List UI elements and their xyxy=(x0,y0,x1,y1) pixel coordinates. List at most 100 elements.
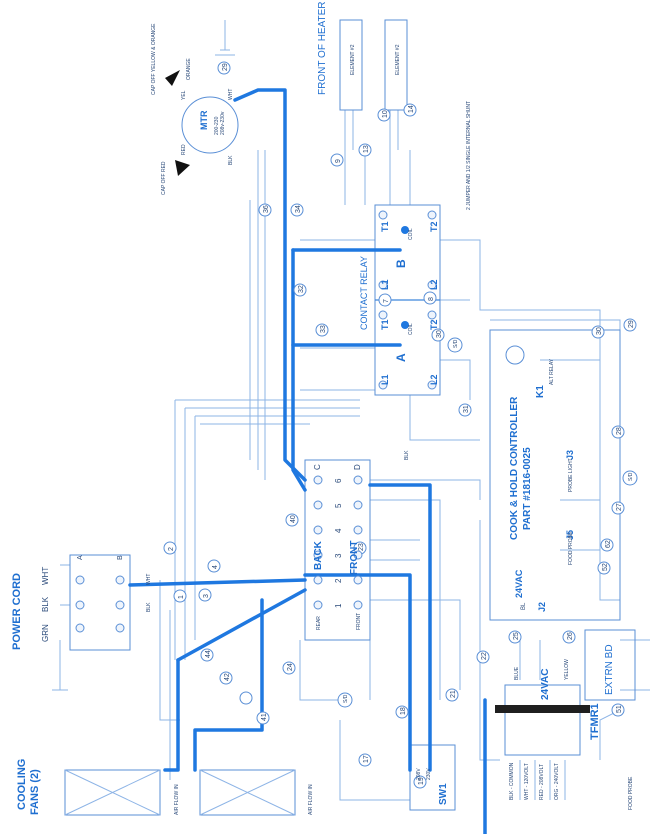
power-cord-letter-b: B xyxy=(117,555,124,560)
cap-off-yellow-arrow xyxy=(165,70,180,86)
sid-symbol-3 xyxy=(622,470,638,486)
controller-wire-27: 27 xyxy=(616,503,623,511)
relay-l1-b: L1 xyxy=(380,279,390,290)
heater-element-label-1: ELEMENT #2 xyxy=(350,44,356,75)
relay-letter-b: B xyxy=(394,259,408,268)
switch-v2: 230V xyxy=(426,768,432,780)
controller-wire-26: 26 xyxy=(567,632,574,640)
relay-t2-b: T2 xyxy=(429,221,439,232)
terminal-back-label: BACK xyxy=(313,540,324,570)
terminal-front-label: FRONT xyxy=(349,541,360,575)
motor-circle xyxy=(181,96,239,154)
fan-1-text: AIR FLOW IN xyxy=(174,784,180,815)
controller-wire-25: 25 xyxy=(513,632,520,640)
misc-sid-3: S/D xyxy=(628,472,634,481)
sid-symbol-2 xyxy=(337,692,353,708)
motor-wire-29: 29 xyxy=(222,63,229,71)
terminal-front-small: FRONT xyxy=(356,613,362,630)
fan-2-text: AIR FLOW IN xyxy=(308,784,314,815)
power-cord-letter-a: A xyxy=(77,555,84,560)
heater-element-right xyxy=(384,19,408,111)
contact-relay-label: CONTACT RELAY xyxy=(359,256,369,330)
relay-letter-a: A xyxy=(394,353,408,362)
cap-off-red-arrow xyxy=(175,160,190,176)
relay-note: 2 JUMPER AND 1/2 SINGLE INTERNAL SHUNT xyxy=(466,101,472,210)
terminal-row-1: 1 xyxy=(334,603,343,608)
terminal-rear-label: REAR xyxy=(316,616,322,630)
cooling-fans-label-2: FANS (2) xyxy=(29,769,41,815)
misc-wht-1: WHT xyxy=(146,574,152,585)
transformer-yellow: YELLOW xyxy=(564,659,570,680)
terminal-block-screws xyxy=(313,475,363,610)
motor-spec-2: 208v-230v xyxy=(220,111,226,135)
controller-indicator xyxy=(505,345,525,365)
controller-j2: J2 xyxy=(537,602,547,612)
switch-wire-19: 19 xyxy=(418,777,425,785)
relay-wire-31: 31 xyxy=(463,405,470,413)
motor-blk: BLK xyxy=(228,155,234,165)
relay-wire-7: 7 xyxy=(383,299,390,303)
controller-title-1: COOK & HOLD CONTROLLER xyxy=(509,396,520,540)
extrn-bd-box xyxy=(584,629,636,701)
terminal-row-6: 6 xyxy=(334,478,343,483)
transformer-lead-0: BLK - COMMON xyxy=(509,762,515,800)
relay-wire-36: 36 xyxy=(263,205,270,213)
relay-screws xyxy=(378,210,437,390)
power-cord-grn: GRN xyxy=(41,624,50,642)
relay-t2-a: T2 xyxy=(429,319,439,330)
controller-wire-30: 30 xyxy=(596,327,603,335)
controller-k1: K1 xyxy=(535,385,546,398)
transformer-wire-21: 21 xyxy=(450,690,457,698)
wire-23: 23 xyxy=(358,543,365,551)
transformer-box xyxy=(504,684,581,756)
controller-j5: J5 xyxy=(565,530,575,540)
extrn-bd-label: EXTRN BD xyxy=(604,644,615,695)
terminal-col-d: D xyxy=(353,464,362,470)
wire-44: 44 xyxy=(205,650,212,658)
terminal-row-2: 2 xyxy=(334,578,343,583)
controller-wire-29: 29 xyxy=(628,320,635,328)
motor-cap-bottom: CAP OFF RED xyxy=(161,161,167,195)
thick-wiring xyxy=(128,88,487,834)
extrn-wire-51: 51 xyxy=(616,705,623,713)
wire-4: 4 xyxy=(212,565,219,569)
thin-wiring xyxy=(52,20,650,801)
controller-wire-52: 52 xyxy=(602,563,609,571)
terminal-row-4: 4 xyxy=(334,528,343,533)
controller-k1-sub: ALT RELAY xyxy=(549,358,555,385)
sid-symbol-1 xyxy=(447,337,463,353)
front-of-heater-label: FRONT OF HEATER xyxy=(317,1,328,95)
relay-l2-b: L2 xyxy=(429,279,439,290)
power-cord-label: POWER CORD xyxy=(11,573,23,650)
terminal-row-5: 5 xyxy=(334,503,343,508)
labels: FRONT OF HEATER ELEMENT #2 ELEMENT #2 9 … xyxy=(11,1,635,815)
heater-wire-10: 10 xyxy=(382,110,389,118)
relay-coil-b: COIL xyxy=(408,228,414,240)
cooling-fans-label-1: COOLING xyxy=(16,759,28,810)
wire-42: 42 xyxy=(224,673,231,681)
relay-l1-a: L1 xyxy=(380,374,390,385)
controller-supply: 24VAC xyxy=(514,569,524,598)
motor-wht: WHT xyxy=(228,89,234,100)
wire-1: 1 xyxy=(178,595,185,599)
wire-24: 24 xyxy=(287,663,294,671)
controller-j5-note: FOOD PROBE xyxy=(568,531,574,565)
misc-blk-2: BLK xyxy=(404,450,410,460)
transformer-blue: BLUE xyxy=(514,666,520,680)
heater-wire-14: 14 xyxy=(408,105,415,113)
transformer-core xyxy=(495,705,590,713)
controller-wire-62: 62 xyxy=(605,540,612,548)
power-cord-terminals xyxy=(75,575,125,633)
relay-wire-30: 30 xyxy=(436,330,443,338)
relay-wire-32: 32 xyxy=(298,285,305,293)
transformer-secondary: 24VAC xyxy=(540,669,551,701)
terminal-col-c: C xyxy=(313,464,322,470)
transformer-lead-1: WHT - 120VOLT xyxy=(524,763,530,800)
wire-2: 2 xyxy=(168,547,175,551)
transformer-lead-3: ORG - 240VOLT xyxy=(554,763,560,800)
relay-coil-a: COIL xyxy=(408,323,414,335)
heater-element-label-2: ELEMENT #2 xyxy=(395,44,401,75)
switch-wire-17: 17 xyxy=(363,755,370,763)
relay-t1-a: T1 xyxy=(380,319,390,330)
switch-v1: 208V xyxy=(416,768,422,780)
